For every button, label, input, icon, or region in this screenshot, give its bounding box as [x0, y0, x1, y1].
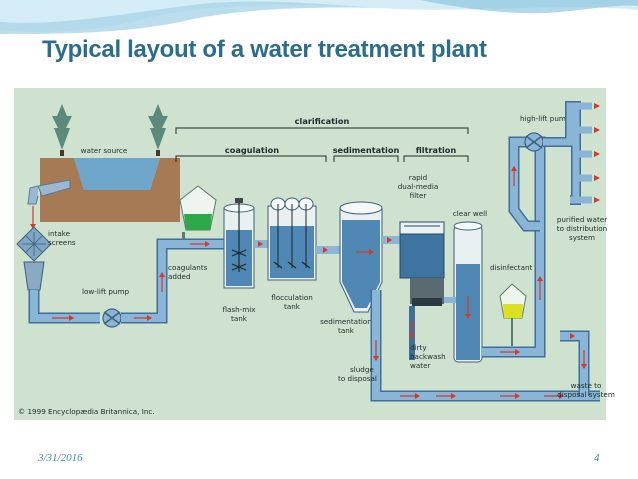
header-clarification: clarification	[295, 116, 350, 126]
label-to-disposal: to disposal	[338, 374, 377, 383]
label-coagulants: coagulants	[168, 263, 208, 272]
label-to-distribution: to distribution	[557, 224, 607, 233]
intake-pipe	[37, 179, 71, 197]
copyright: © 1999 Encyclopædia Britannica, Inc.	[18, 407, 155, 416]
label-sedimentation-tank: tank	[338, 326, 355, 335]
label-water: water	[410, 361, 431, 370]
label-disinfectant: disinfectant	[490, 263, 533, 272]
label-waste-to: waste to	[571, 381, 602, 390]
label-dirty: dirty	[410, 343, 427, 352]
header-wave	[0, 0, 638, 34]
distribution-manifold	[543, 101, 600, 205]
label-flash-mix-tank: tank	[231, 314, 248, 323]
slide-number: 4	[594, 452, 600, 464]
high-lift-pump-icon	[524, 132, 544, 152]
tree-icon	[148, 104, 168, 156]
sedimentation-tank	[339, 201, 383, 313]
coagulant-bottle-icon	[179, 185, 217, 240]
label-screens: screens	[48, 238, 76, 247]
label-purified-water: purified water	[557, 215, 607, 224]
label-rapid: rapid	[409, 173, 427, 182]
flash-mix-tank	[223, 198, 255, 289]
label-flash-mix: flash-mix	[222, 305, 256, 314]
slide-date: 3/31/2016	[38, 452, 83, 464]
clear-well	[453, 221, 483, 363]
label-intake: intake	[48, 229, 71, 238]
label-flocculation-tank: tank	[284, 302, 301, 311]
label-high-lift-pump: high-lift pump	[520, 114, 571, 123]
label-filter: filter	[410, 191, 427, 200]
intake-screens-icon	[16, 226, 52, 291]
tree-icon	[52, 104, 72, 156]
header-sedimentation: sedimentation	[333, 145, 400, 155]
label-low-lift-pump: low-lift pump	[82, 287, 129, 296]
rapid-filter	[399, 221, 445, 360]
label-sludge: sludge	[350, 365, 374, 374]
disinfectant-bottle-icon	[499, 283, 527, 346]
label-clear-well: clear well	[453, 209, 487, 218]
label-system: system	[569, 233, 595, 242]
low-lift-pump-icon	[102, 308, 122, 328]
label-water-source: water source	[81, 146, 128, 155]
header-filtration: filtration	[416, 145, 457, 155]
slide-title: Typical layout of a water treatment plan…	[42, 36, 487, 63]
label-added: added	[168, 272, 191, 281]
label-dual-media: dual-media	[398, 182, 439, 191]
label-backwash: backwash	[410, 352, 446, 361]
label-sedimentation: sedimentation	[320, 317, 372, 326]
flocculation-tank	[267, 197, 317, 281]
header-coagulation: coagulation	[225, 145, 279, 155]
label-flocculation: flocculation	[271, 293, 313, 302]
label-disposal-system: disposal system	[557, 390, 615, 399]
